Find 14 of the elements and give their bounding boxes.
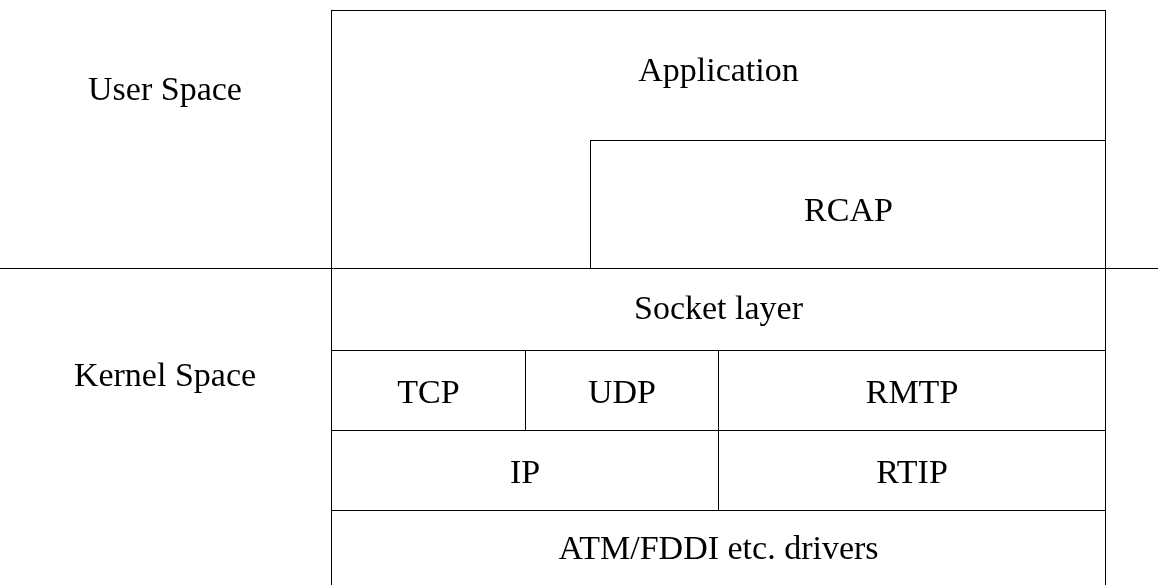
- layer-name: Socket layer: [633, 289, 804, 327]
- layer-box: [331, 10, 1106, 269]
- region-label: User Space: [87, 69, 243, 109]
- layer-name: RCAP: [803, 191, 894, 229]
- region-label: Kernel Space: [72, 355, 258, 395]
- layer-name: ATM/FDDI etc. drivers: [557, 529, 880, 567]
- layer-box: [331, 510, 1106, 585]
- layer-box: [331, 268, 1106, 351]
- layer-name: IP: [508, 453, 542, 491]
- layer-name: Application: [637, 51, 800, 89]
- layer-name: TCP: [396, 373, 461, 411]
- layer-name: UDP: [587, 373, 657, 411]
- layer-name: RMTP: [864, 373, 960, 411]
- layer-name: RTIP: [875, 453, 949, 491]
